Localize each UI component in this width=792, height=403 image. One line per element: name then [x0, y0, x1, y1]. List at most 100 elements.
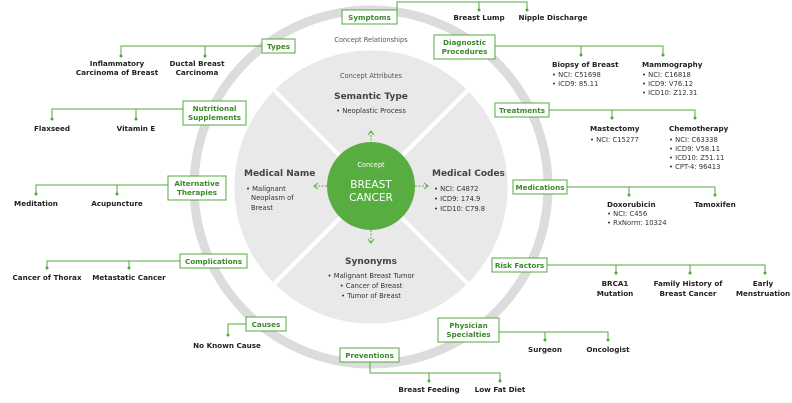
quadrant-left [234, 90, 371, 284]
leaf-detail: • NCI: C16818 [642, 71, 691, 79]
branch-physician-specialties: Physician Specialties Surgeon Oncologist [437, 317, 630, 354]
attribute-arrows [313, 130, 429, 244]
physician-specialties-label: Physician [449, 321, 488, 330]
diagnostic-procedures-box[interactable] [433, 34, 496, 60]
quadrant-bottom [274, 187, 468, 324]
branch-symptoms: Symptoms Breast Lump Nipple Discharge [341, 1, 588, 25]
alternative-therapies-label: Therapies [177, 188, 217, 197]
leaf-node: No Known Cause [193, 341, 261, 350]
semantic-type-item: • Neoplastic Process [336, 107, 406, 115]
medical-codes-item: • NCI: C4872 [434, 185, 479, 193]
symptoms-box[interactable] [341, 9, 398, 25]
ring-caption: Concept Relationships [334, 36, 408, 44]
branch-nutritional-supplements: Nutritional Supplements Flaxseed Vitamin… [34, 100, 247, 133]
branch-diagnostic-procedures: Diagnostic Procedures Biopsy of Breast •… [433, 34, 703, 97]
synonyms-title: Synonyms [345, 257, 397, 267]
attribute-quadrants [234, 50, 508, 324]
types-box[interactable] [261, 38, 296, 54]
leaf-node: Family History of [654, 279, 724, 288]
risk-factors-box[interactable] [491, 257, 548, 273]
leaf-detail: • RxNorm: 10324 [607, 219, 667, 227]
leaf-node: Inflammatory [90, 59, 145, 68]
branch-types: Types Inflammatory Carcinoma of Breast D… [76, 38, 296, 77]
synonyms-item: • Cancer of Breast [340, 282, 403, 290]
leaf-node: Low Fat Diet [475, 385, 526, 394]
physician-specialties-box[interactable] [437, 317, 500, 343]
leaf-detail: • ICD9: 85.11 [552, 80, 598, 88]
leaf-detail: • NCI: C63338 [669, 136, 718, 144]
causes-box[interactable] [245, 316, 287, 332]
branch-causes: Causes No Known Cause [193, 316, 287, 350]
leaf-node: Mutation [597, 289, 634, 298]
leaf-node: Flaxseed [34, 124, 70, 133]
symptoms-label: Symptoms [348, 13, 391, 22]
leaf-node: Chemotherapy [669, 124, 729, 133]
leaf-node: Biopsy of Breast [552, 60, 619, 69]
leaf-node: Nipple Discharge [518, 13, 587, 22]
semantic-type-title: Semantic Type [334, 92, 408, 102]
nutritional-supplements-box[interactable] [182, 100, 247, 126]
nutritional-supplements-label: Nutritional [193, 104, 237, 113]
medical-codes-item: • ICD10: C79.8 [434, 205, 485, 213]
alternative-therapies-box[interactable] [167, 175, 227, 201]
leaf-node: Menstruation [736, 289, 790, 298]
leaf-node: Carcinoma of Breast [76, 68, 159, 77]
alternative-therapies-label: Alternative [174, 179, 219, 188]
leaf-node: Meditation [14, 199, 58, 208]
leaf-node: Early [753, 279, 774, 288]
leaf-node: Vitamin E [117, 124, 156, 133]
leaf-detail: • ICD9: V76.12 [642, 80, 693, 88]
causes-label: Causes [252, 320, 281, 329]
synonyms-item: • Tumor of Breast [341, 292, 401, 300]
leaf-node: Acupuncture [91, 199, 143, 208]
diagnostic-procedures-label: Diagnostic [443, 38, 486, 47]
leaf-detail: • NCI: C456 [607, 210, 647, 218]
branch-preventions: Preventions Breast Feeding Low Fat Diet [339, 347, 526, 394]
leaf-node: Ductal Breast [169, 59, 225, 68]
medications-label: Medications [516, 183, 565, 192]
leaf-node: Breast Cancer [660, 289, 717, 298]
preventions-label: Preventions [345, 351, 394, 360]
leaf-node: Metastatic Cancer [92, 273, 166, 282]
leaf-node: Mammography [642, 60, 703, 69]
leaf-node: Carcinoma [176, 68, 219, 77]
leaf-node: Mastectomy [590, 124, 640, 133]
branch-medications: Medications Doxorubicin • NCI: C456 • Rx… [512, 179, 736, 227]
branch-alternative-therapies: Alternative Therapies Meditation Acupunc… [14, 175, 227, 208]
quadrant-top [274, 50, 468, 187]
complications-box[interactable] [179, 253, 248, 269]
leaf-node: Oncologist [586, 345, 630, 354]
preventions-box[interactable] [339, 347, 400, 363]
types-label: Types [267, 42, 290, 51]
medications-box[interactable] [512, 179, 568, 195]
leaf-detail: • ICD9: V58.11 [669, 145, 720, 153]
medical-codes-item: • ICD9: 174.9 [434, 195, 480, 203]
inner-caption: Concept Attributes [340, 72, 402, 80]
synonyms-item: • Malignant Breast Tumor [328, 272, 415, 280]
leaf-detail: • ICD10: Z12.31 [642, 89, 697, 97]
quadrant-right [371, 90, 508, 284]
center-title: BREAST [350, 179, 392, 191]
center-label: Concept [357, 161, 385, 169]
leaf-detail: • NCI: C51698 [552, 71, 601, 79]
diagnostic-procedures-label: Procedures [442, 47, 488, 56]
leaf-node: Breast Lump [453, 13, 504, 22]
branch-treatments: Treatments Mastectomy • NCI: C15277 Chem… [494, 102, 729, 171]
leaf-detail: • CPT-4: 96413 [669, 163, 720, 171]
treatments-label: Treatments [499, 106, 545, 115]
branch-complications: Complications Cancer of Thorax Metastati… [13, 253, 248, 282]
center-title: CANCER [349, 192, 393, 204]
complications-label: Complications [185, 257, 242, 266]
medical-name-item: Breast [251, 204, 273, 212]
leaf-node: Cancer of Thorax [13, 273, 82, 282]
medical-name-item: • Malignant [246, 185, 286, 193]
center-concept-circle [327, 142, 415, 230]
physician-specialties-label: Specialties [446, 330, 490, 339]
medical-name-item: Neoplasm of [251, 194, 294, 202]
treatments-box[interactable] [494, 102, 550, 118]
medical-codes-title: Medical Codes [432, 169, 505, 179]
leaf-node: Tamoxifen [694, 200, 735, 209]
leaf-node: Doxorubicin [607, 200, 656, 209]
nutritional-supplements-label: Supplements [188, 113, 241, 122]
